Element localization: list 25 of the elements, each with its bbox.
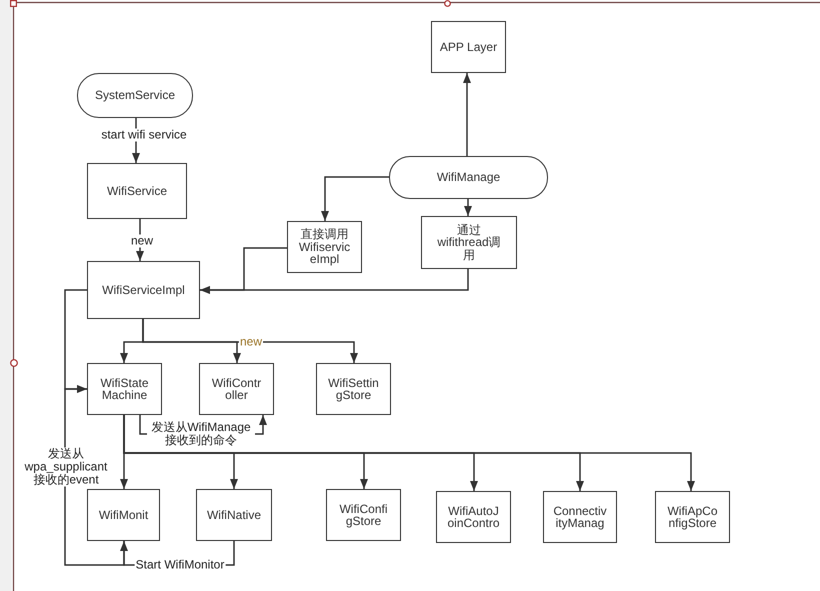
rounded-box: SystemService xyxy=(77,73,193,118)
process-box: Connectiv ityManag xyxy=(543,491,617,543)
arrow xyxy=(464,199,472,216)
edge-label: 发送从WifiManage接收到的命令 xyxy=(147,421,255,447)
process-box: WifiApCo nfigStore xyxy=(655,491,730,543)
process-box: WifiService xyxy=(87,163,187,219)
edge-label: start wifi service xyxy=(100,128,188,142)
arrow xyxy=(200,269,469,294)
process-box: APP Layer xyxy=(431,21,506,73)
process-box: 直接调用Wifiservic eImpl xyxy=(287,221,362,273)
process-box: WifiSettin gStore xyxy=(316,363,391,415)
arrow xyxy=(321,176,389,221)
process-box: WifiState Machine xyxy=(87,363,162,415)
rounded-box: WifiManage xyxy=(389,156,548,199)
edge-label: new xyxy=(130,234,154,248)
edge-label: Start WifiMonitor xyxy=(134,558,226,572)
process-box: WifiConfi gStore xyxy=(326,489,401,541)
arrow xyxy=(142,319,358,363)
arrow xyxy=(463,73,471,156)
process-box: 通过wifithread调用 xyxy=(421,216,517,269)
process-box: WifiContr oller xyxy=(199,363,274,415)
process-box: WifiNative xyxy=(196,489,272,541)
process-box: WifiAutoJ oinContro xyxy=(436,491,511,543)
process-box: WifiServiceImpl xyxy=(87,261,200,319)
process-box: WifiMonit xyxy=(87,489,160,541)
